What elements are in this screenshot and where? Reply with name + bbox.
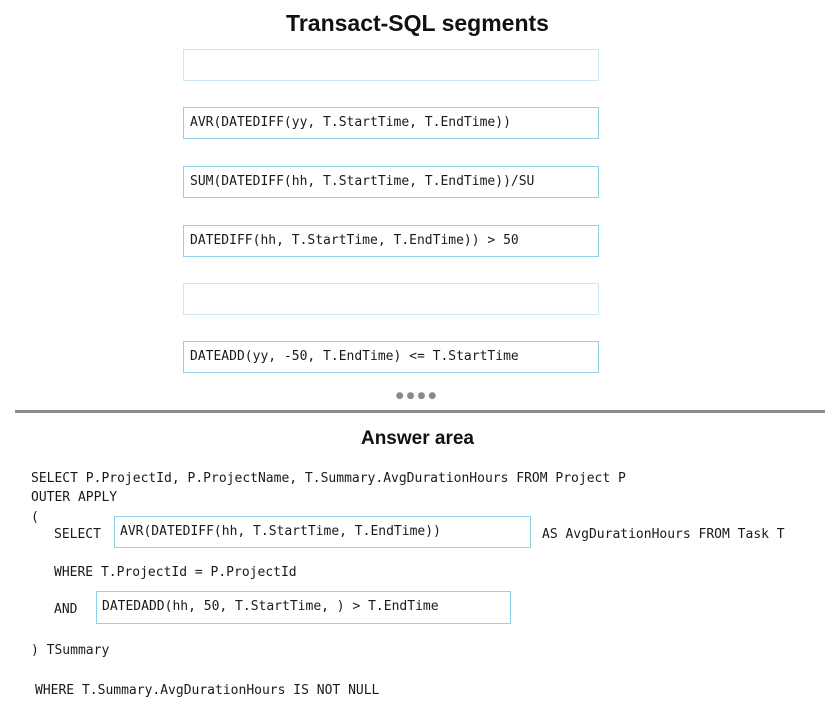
code-final-where: WHERE T.Summary.AvgDurationHours IS NOT … — [35, 683, 380, 698]
code-close-tsummary: ) TSummary — [31, 643, 110, 658]
section-divider — [15, 410, 825, 413]
code-as-clause: AS AvgDurationHours FROM Task T — [542, 527, 785, 542]
segment-sum-datediff[interactable]: SUM(DATEDIFF(hh, T.StartTime, T.EndTime)… — [183, 166, 599, 198]
segment-slot-empty[interactable] — [183, 283, 599, 315]
code-line-outer-apply: OUTER APPLY — [31, 490, 118, 505]
more-segments-indicator: ●●●● — [395, 391, 440, 401]
code-line-open-paren: ( — [31, 510, 39, 525]
segment-datediff-gt-50[interactable]: DATEDIFF(hh, T.StartTime, T.EndTime)) > … — [183, 225, 599, 257]
answer-drop-slot-condition[interactable]: DATEDADD(hh, 50, T.StartTime, ) > T.EndT… — [96, 591, 511, 624]
segment-avr-datediff[interactable]: AVR(DATEDIFF(yy, T.StartTime, T.EndTime)… — [183, 107, 599, 139]
answer-drop-slot-aggregate[interactable]: AVR(DATEDIFF(hh, T.StartTime, T.EndTime)… — [114, 516, 531, 548]
answer-area-title: Answer area — [360, 428, 474, 449]
segments-title: Transact-SQL segments — [286, 10, 549, 36]
code-where-clause: WHERE T.ProjectId = P.ProjectId — [54, 565, 297, 580]
code-select-keyword: SELECT — [54, 527, 101, 542]
code-line-select: SELECT P.ProjectId, P.ProjectName, T.Sum… — [31, 471, 626, 486]
code-and-keyword: AND — [54, 602, 78, 617]
segment-slot-empty[interactable] — [183, 49, 599, 81]
segment-dateadd[interactable]: DATEADD(yy, -50, T.EndTime) <= T.StartTi… — [183, 341, 599, 373]
